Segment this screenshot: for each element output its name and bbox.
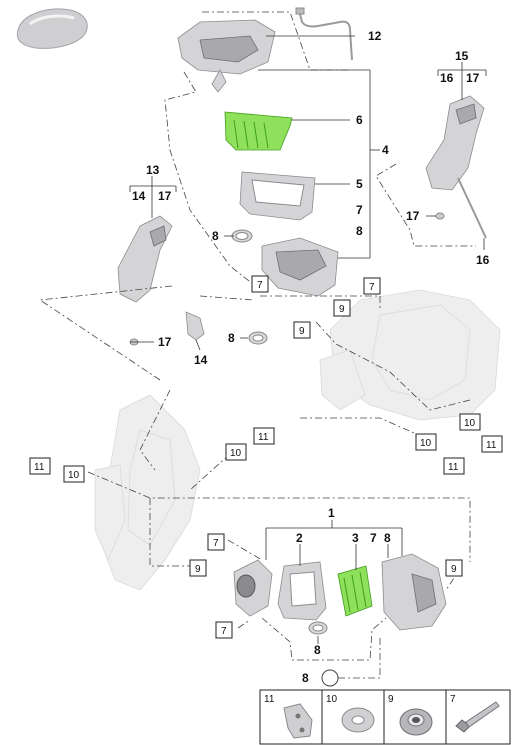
label-8-bottom: 8 <box>302 671 309 685</box>
svg-text:11: 11 <box>264 694 275 705</box>
lower-airbox-housing <box>381 553 447 631</box>
right-intake-duct <box>425 95 487 239</box>
svg-text:10: 10 <box>420 438 432 449</box>
label-4: 4 <box>382 143 389 157</box>
svg-text:10: 10 <box>68 470 80 481</box>
lower-air-filter-element-green <box>337 565 373 617</box>
legend-item-10: 10 <box>326 694 375 733</box>
callout-box-9-a: 9 <box>333 299 351 317</box>
svg-text:7: 7 <box>369 282 375 293</box>
label-8-upper: 8 <box>356 224 363 238</box>
label-13: 13 <box>146 163 160 177</box>
upper-airbox-housing <box>177 19 276 93</box>
label-2: 2 <box>296 531 303 545</box>
label-15: 15 <box>455 49 469 63</box>
svg-text:11: 11 <box>258 432 269 443</box>
label-3: 3 <box>352 531 359 545</box>
svg-text:10: 10 <box>326 694 338 705</box>
grommet-icon <box>399 708 433 736</box>
svg-text:11: 11 <box>486 440 497 451</box>
bracket-icon <box>283 703 313 739</box>
legend-item-9: 9 <box>388 694 433 736</box>
label-7-lower: 7 <box>370 531 377 545</box>
label-8-lower: 8 <box>384 531 391 545</box>
label-8-clamp: 8 <box>212 229 219 243</box>
callout-box-11-a: 11 <box>481 435 503 453</box>
label-14: 14 <box>194 353 208 367</box>
svg-text:7: 7 <box>213 538 219 549</box>
label-6: 6 <box>356 113 363 127</box>
svg-text:11: 11 <box>34 462 45 473</box>
callout-box-11-c: 11 <box>253 427 275 445</box>
body-frame-ghost-right <box>319 289 501 421</box>
callout-box-9-c: 9 <box>189 559 207 577</box>
label-1: 1 <box>328 506 335 520</box>
lower-airbox-housing-top <box>261 237 339 297</box>
label-17-right: 17 <box>406 209 420 223</box>
callout-box-10-b: 10 <box>415 433 437 451</box>
svg-text:9: 9 <box>299 326 305 337</box>
label-5: 5 <box>356 177 363 191</box>
label-14-bracket: 14 <box>132 189 146 203</box>
callout-box-7-a: 7 <box>251 275 269 293</box>
filter-frame <box>239 171 316 221</box>
lower-filter-frame <box>277 561 327 621</box>
label-16-bracket: 16 <box>440 71 454 85</box>
label-16: 16 <box>476 253 490 267</box>
left-intake-duct <box>117 215 205 346</box>
label-7-upper: 7 <box>356 203 363 217</box>
callout-labels: 12 6 4 5 7 8 8 8 13 14 17 17 14 15 16 17… <box>132 29 490 685</box>
label-17-bracket: 17 <box>158 189 172 203</box>
svg-text:9: 9 <box>451 564 457 575</box>
callout-box-7-d: 7 <box>215 621 233 639</box>
callout-box-10-c: 10 <box>225 443 247 461</box>
label-12: 12 <box>368 29 382 43</box>
label-8-clamp-lower: 8 <box>314 643 321 657</box>
legend-item-7: 7 <box>450 694 500 733</box>
svg-text:7: 7 <box>221 626 227 637</box>
washer-icon <box>341 707 375 733</box>
label-17-bracket-right: 17 <box>466 71 480 85</box>
svg-text:7: 7 <box>450 694 456 705</box>
lower-intake-tube-left <box>233 559 273 617</box>
label-8-clamp-mid: 8 <box>228 331 235 345</box>
breather-hose <box>295 7 353 61</box>
callout-box-10-d: 10 <box>63 465 85 483</box>
svg-text:7: 7 <box>257 280 263 291</box>
svg-text:10: 10 <box>464 418 476 429</box>
hose-clamp-bottom <box>321 669 339 687</box>
callout-box-11-d: 11 <box>29 457 51 475</box>
bolt-icon <box>455 701 500 733</box>
vehicle-thumbnail-icon <box>16 8 88 49</box>
body-frame-ghost-left <box>94 394 201 591</box>
svg-text:9: 9 <box>339 304 345 315</box>
hose-clamp-lower <box>308 621 328 635</box>
legend-item-11: 11 <box>264 694 313 739</box>
label-17-left: 17 <box>158 335 172 349</box>
svg-text:11: 11 <box>448 462 459 473</box>
fastener-legend: 11 10 9 7 <box>259 689 511 745</box>
callout-box-7-c: 7 <box>207 533 225 551</box>
svg-text:9: 9 <box>195 564 201 575</box>
air-filter-element-green <box>224 111 293 151</box>
callout-box-11-b: 11 <box>443 457 465 475</box>
callout-box-10-a: 10 <box>459 413 481 431</box>
callout-box-7-b: 7 <box>363 277 381 295</box>
hose-clamp-upper <box>231 229 253 243</box>
svg-text:10: 10 <box>230 448 242 459</box>
boxed-callouts: 7 7 9 9 10 11 10 11 <box>29 275 503 639</box>
svg-text:9: 9 <box>388 694 394 705</box>
hose-clamp-middle <box>248 331 268 345</box>
callout-box-9-b: 9 <box>293 321 311 339</box>
callout-box-9-d: 9 <box>445 559 463 577</box>
solid-leaders <box>129 35 487 644</box>
